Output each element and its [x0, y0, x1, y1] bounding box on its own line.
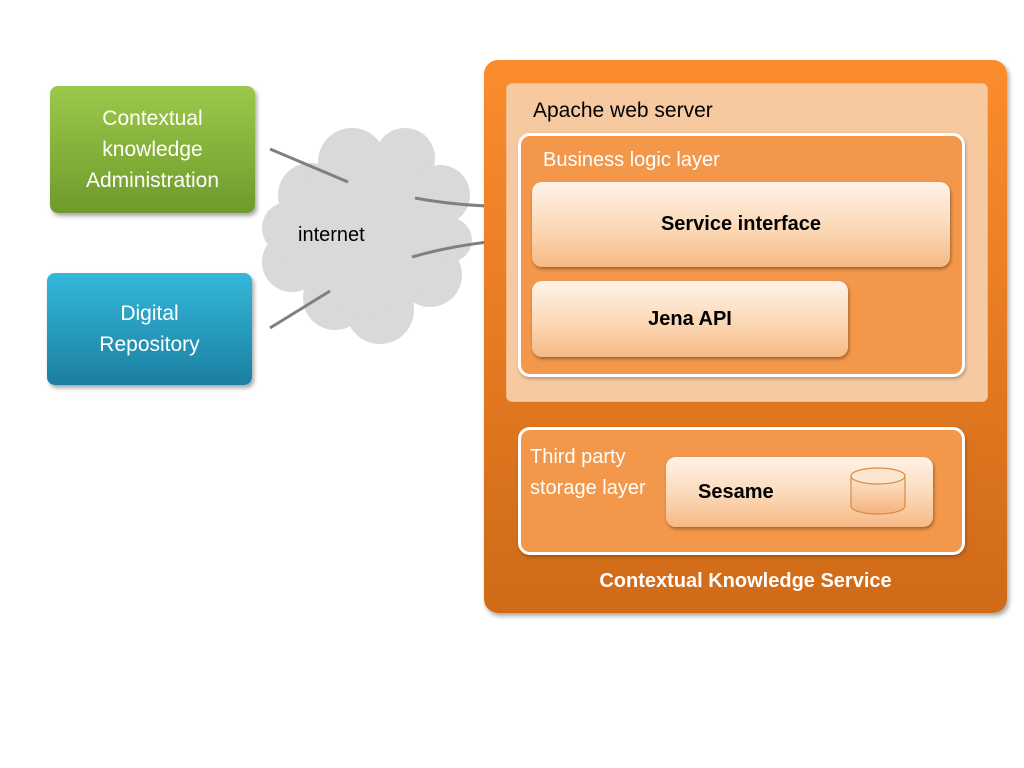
- service-interface-box[interactable]: Service interface: [532, 182, 950, 267]
- contextual-knowledge-administration-box[interactable]: Contextual knowledge Administration: [50, 86, 255, 213]
- business-logic-layer-label: Business logic layer: [543, 149, 720, 171]
- internet-cloud: [262, 128, 472, 344]
- service-interface-label: Service interface: [660, 213, 822, 235]
- internet-label: internet: [298, 224, 365, 246]
- sesame-box[interactable]: Sesame: [666, 457, 933, 527]
- repository-label: Digital Repository: [99, 302, 200, 356]
- admin-connector: [269, 147, 349, 184]
- service-title: Contextual Knowledge Service: [599, 570, 892, 592]
- repository-connector: [269, 289, 331, 330]
- admin-label: Contextual knowledge Administration: [85, 107, 220, 192]
- database-icon: [850, 467, 906, 515]
- apache-web-server-label: Apache web server: [533, 99, 713, 122]
- sesame-label: Sesame: [698, 480, 774, 503]
- jena-api-label: Jena API: [648, 307, 732, 330]
- jena-api-box[interactable]: Jena API: [532, 281, 848, 357]
- digital-repository-box[interactable]: Digital Repository: [47, 273, 252, 385]
- storage-layer-label: Third party storage layer: [530, 446, 646, 499]
